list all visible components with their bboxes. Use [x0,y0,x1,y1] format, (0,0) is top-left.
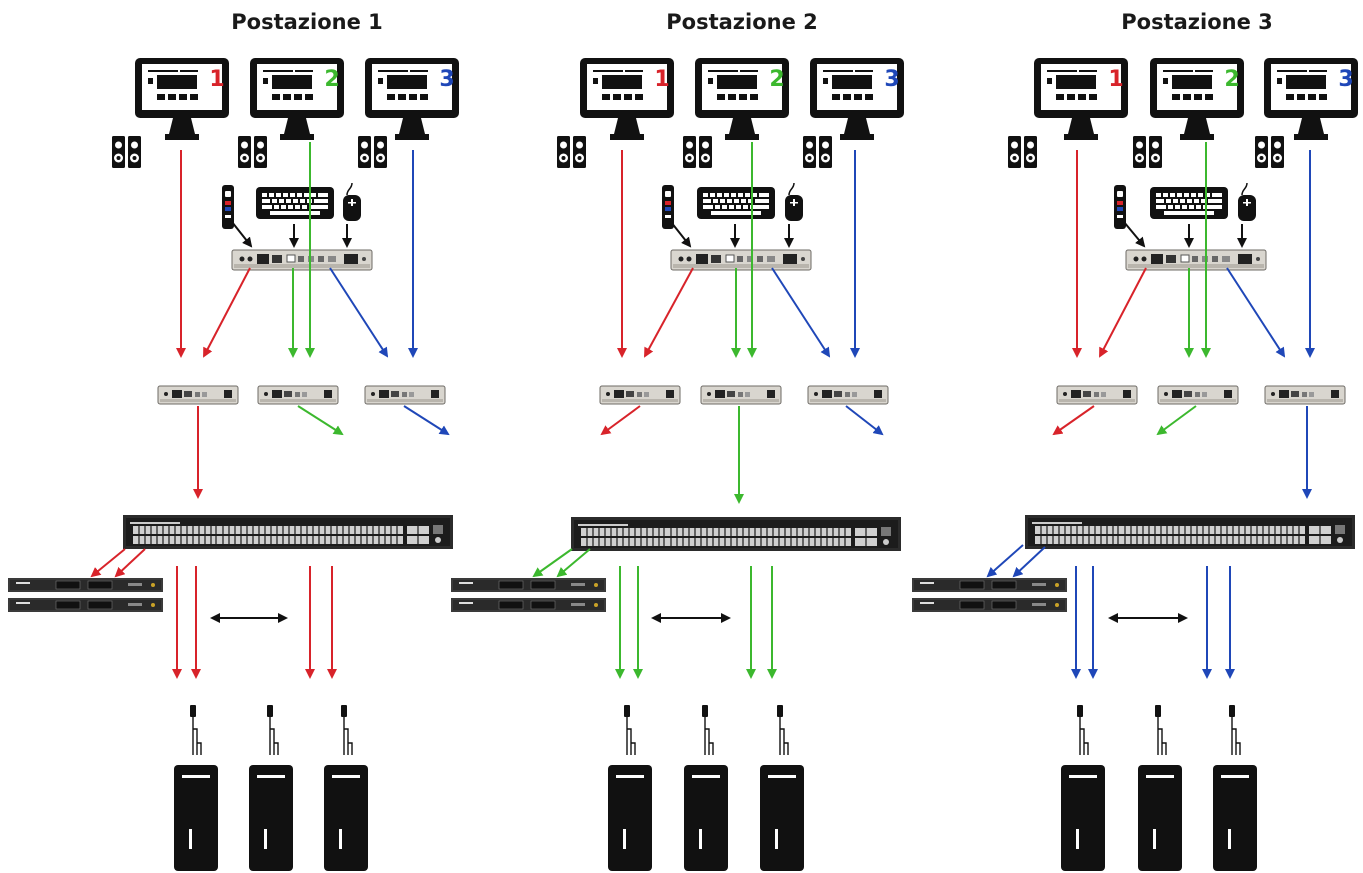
monitor-number-3: 3 [884,67,899,92]
monitor-number-2: 2 [769,67,784,92]
signal-arrow [203,267,251,358]
usb-dongle-icon [340,704,353,756]
signal-arrow [986,544,1024,578]
kvm-extender-icon [157,385,239,405]
speaker-icon [557,136,586,168]
computer-tower-icon [174,765,218,871]
rack-server-icon [7,597,164,613]
kvm-extender-icon [599,385,681,405]
signal-arrow [1226,267,1286,358]
speaker-icon [238,136,267,168]
computer-tower-icon [1213,765,1257,871]
computer-tower-icon [1061,765,1105,871]
monitor-number-3: 3 [1338,67,1353,92]
kvm-extender-icon [700,385,782,405]
signal-arrow [1012,546,1046,578]
speaker-icon [683,136,712,168]
kvm-extender-icon [364,385,446,405]
network-switch-icon [1024,514,1356,550]
input-arrow [1123,221,1146,248]
signal-arrow [1156,405,1197,436]
network-switch-icon [122,514,454,550]
speaker-icon [358,136,387,168]
kvm-extender-icon [257,385,339,405]
usb-dongle-icon [1076,704,1089,756]
input-arrow [670,221,692,248]
usb-dongle-icon [189,704,202,756]
rack-server-icon [450,597,607,613]
computer-tower-icon [684,765,728,871]
monitor-number-1: 1 [209,67,224,92]
kvm-console-icon [231,249,373,271]
signal-arrow [329,267,389,358]
computer-tower-icon [249,765,293,871]
keyboard-icon [697,187,775,219]
speaker-icon [1008,136,1037,168]
rack-server-icon [7,577,164,593]
signal-arrow [403,405,450,436]
speaker-icon [803,136,832,168]
signal-arrow [556,548,591,578]
input-arrow [231,221,253,248]
rack-server-icon [450,577,607,593]
speaker-icon [112,136,141,168]
usb-dongle-icon [776,704,789,756]
usb-dongle-icon [1154,704,1167,756]
usb-dongle-icon [1228,704,1241,756]
kvm-console-icon [670,249,812,271]
kvm-console-icon [1125,249,1267,271]
rack-server-icon [911,577,1068,593]
speaker-icon [1133,136,1162,168]
kvm-extender-icon [1157,385,1239,405]
mouse-icon [784,182,804,222]
network-switch-icon [570,516,902,552]
kvm-extender-icon [807,385,889,405]
signal-arrow [90,548,126,578]
signal-arrow [644,267,694,358]
workstation-2: 1 2 3 [450,58,904,871]
workstation-3-title: Postazione 3 [1121,10,1273,34]
usb-dongle-icon [623,704,636,756]
usb-dongle-icon [266,704,279,756]
monitor-number-1: 1 [654,67,669,92]
workstation-2-title: Postazione 2 [666,10,818,34]
monitor-number-1: 1 [1108,67,1123,92]
signal-arrow [771,267,831,358]
rack-server-icon [911,597,1068,613]
signal-arrow [600,405,641,436]
computer-tower-icon [608,765,652,871]
signal-arrow [1099,267,1147,358]
computer-tower-icon [760,765,804,871]
mouse-icon [342,182,362,222]
signal-arrow [114,548,146,578]
signal-arrow [297,405,344,436]
kvm-extender-icon [1264,385,1346,405]
signal-arrow [845,405,884,436]
monitor-number-2: 2 [1224,67,1239,92]
keyboard-icon [1150,187,1228,219]
workstation-1-title: Postazione 1 [231,10,383,34]
speaker-icon [1255,136,1284,168]
mouse-icon [1237,182,1257,222]
signal-arrow [532,548,573,578]
workstation-1: 1 2 3 [7,58,459,871]
computer-tower-icon [324,765,368,871]
kvm-extender-icon [1056,385,1138,405]
monitor-number-3: 3 [439,67,454,92]
workstation-3: 1 2 3 [911,58,1358,871]
computer-tower-icon [1138,765,1182,871]
usb-dongle-icon [701,704,714,756]
monitor-number-2: 2 [324,67,339,92]
keyboard-icon [256,187,334,219]
signal-arrow [1052,405,1095,436]
